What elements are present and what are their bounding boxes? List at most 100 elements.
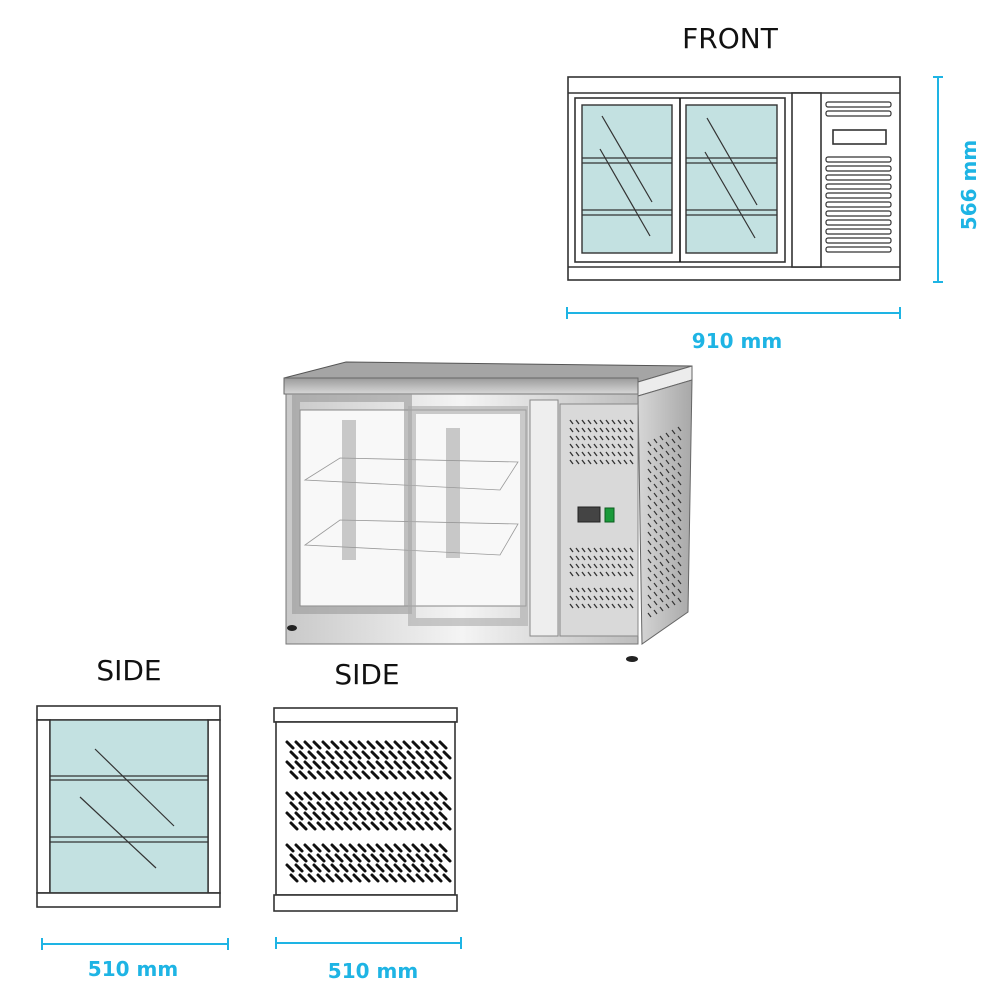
vent-slot (575, 451, 580, 457)
vent-slot (593, 603, 598, 609)
vent-slot (659, 543, 664, 549)
vent-slot (659, 489, 664, 495)
vent-slot (665, 504, 670, 510)
vent-slot (581, 451, 586, 457)
vent-slot (406, 821, 416, 831)
vent-slot (605, 571, 610, 577)
vent-slot (629, 603, 634, 609)
vent-slot (289, 770, 299, 780)
vent-slot (653, 564, 658, 570)
vent-slot (406, 770, 416, 780)
vent-slot (587, 595, 592, 601)
vent-slot (587, 555, 592, 561)
vent-slot (343, 853, 353, 863)
vent-slot (665, 576, 670, 582)
vent-slot (581, 427, 586, 433)
vent-slot (677, 552, 682, 558)
vent-slot (420, 760, 430, 770)
vent-slot (647, 459, 652, 465)
vent-slot (285, 791, 295, 801)
vent-slot (289, 853, 299, 863)
vent-slot (569, 571, 574, 577)
vent-slot (825, 156, 892, 163)
vent-slot (343, 750, 353, 760)
vent-slot (415, 750, 425, 760)
vent-slot (442, 770, 452, 780)
vent-slot (402, 811, 412, 821)
vent-slot (388, 750, 398, 760)
vent-slot (569, 603, 574, 609)
vent-slot (629, 419, 634, 425)
front-glass-left (581, 104, 673, 254)
front-glass-right (685, 104, 778, 254)
vent-slot (348, 740, 358, 750)
vent-slot (375, 863, 385, 873)
vent-slot (411, 863, 421, 873)
vent-slot (343, 801, 353, 811)
vent-slot (379, 801, 389, 811)
vent-slot (442, 821, 452, 831)
vent-slot (575, 547, 580, 553)
vent-slot (623, 547, 628, 553)
vent-slot (593, 419, 598, 425)
vent-slot (599, 555, 604, 561)
vent-slot (671, 492, 676, 498)
vent-slot (334, 821, 344, 831)
vent-slot (581, 555, 586, 561)
vent-slot (647, 477, 652, 483)
vent-slot (339, 843, 349, 853)
vent-slot (424, 770, 434, 780)
vent-slot (402, 791, 412, 801)
vent-slot (587, 451, 592, 457)
vent-slot (424, 873, 434, 883)
vent-slot (665, 468, 670, 474)
vent-slot (647, 450, 652, 456)
vent-slot (415, 821, 425, 831)
vent-slot (343, 770, 353, 780)
vent-slot (611, 563, 616, 569)
vent-slot (294, 811, 304, 821)
vent-slot (653, 582, 658, 588)
vent-slot (361, 821, 371, 831)
vent-slot (366, 843, 376, 853)
vent-slot (629, 547, 634, 553)
vent-slot (825, 237, 892, 244)
thermostat-display (577, 506, 601, 523)
vent-slot (375, 760, 385, 770)
vent-slot (677, 498, 682, 504)
vent-slot (825, 246, 892, 253)
vent-slot (330, 791, 340, 801)
vent-slot (402, 843, 412, 853)
vent-slot (659, 606, 664, 612)
vent-slot (438, 791, 448, 801)
vent-slot (647, 513, 652, 519)
vent-slot (671, 474, 676, 480)
vent-slot (388, 821, 398, 831)
vent-slot (671, 438, 676, 444)
vent-slot (653, 609, 658, 615)
vent-slot (629, 451, 634, 457)
vent-slot (352, 821, 362, 831)
vent-slot (653, 555, 658, 561)
vent-slot (599, 443, 604, 449)
vent-slot (665, 549, 670, 555)
vent-slot (617, 587, 622, 593)
vent-slot (825, 110, 892, 117)
vent-slot (569, 427, 574, 433)
height-label: 566 mm (957, 140, 981, 230)
vent-slot (348, 843, 358, 853)
vent-slot (677, 426, 682, 432)
vent-slot (605, 595, 610, 601)
vent-slot (348, 863, 358, 873)
vent-slot (623, 571, 628, 577)
vent-slot (397, 873, 407, 883)
vent-slot (665, 594, 670, 600)
vent-slot (617, 419, 622, 425)
vent-slot (285, 740, 295, 750)
vent-slot (611, 427, 616, 433)
vent-slot (671, 555, 676, 561)
vent-slot (623, 587, 628, 593)
vent-slot (659, 471, 664, 477)
vent-slot (581, 435, 586, 441)
vent-slot (307, 873, 317, 883)
